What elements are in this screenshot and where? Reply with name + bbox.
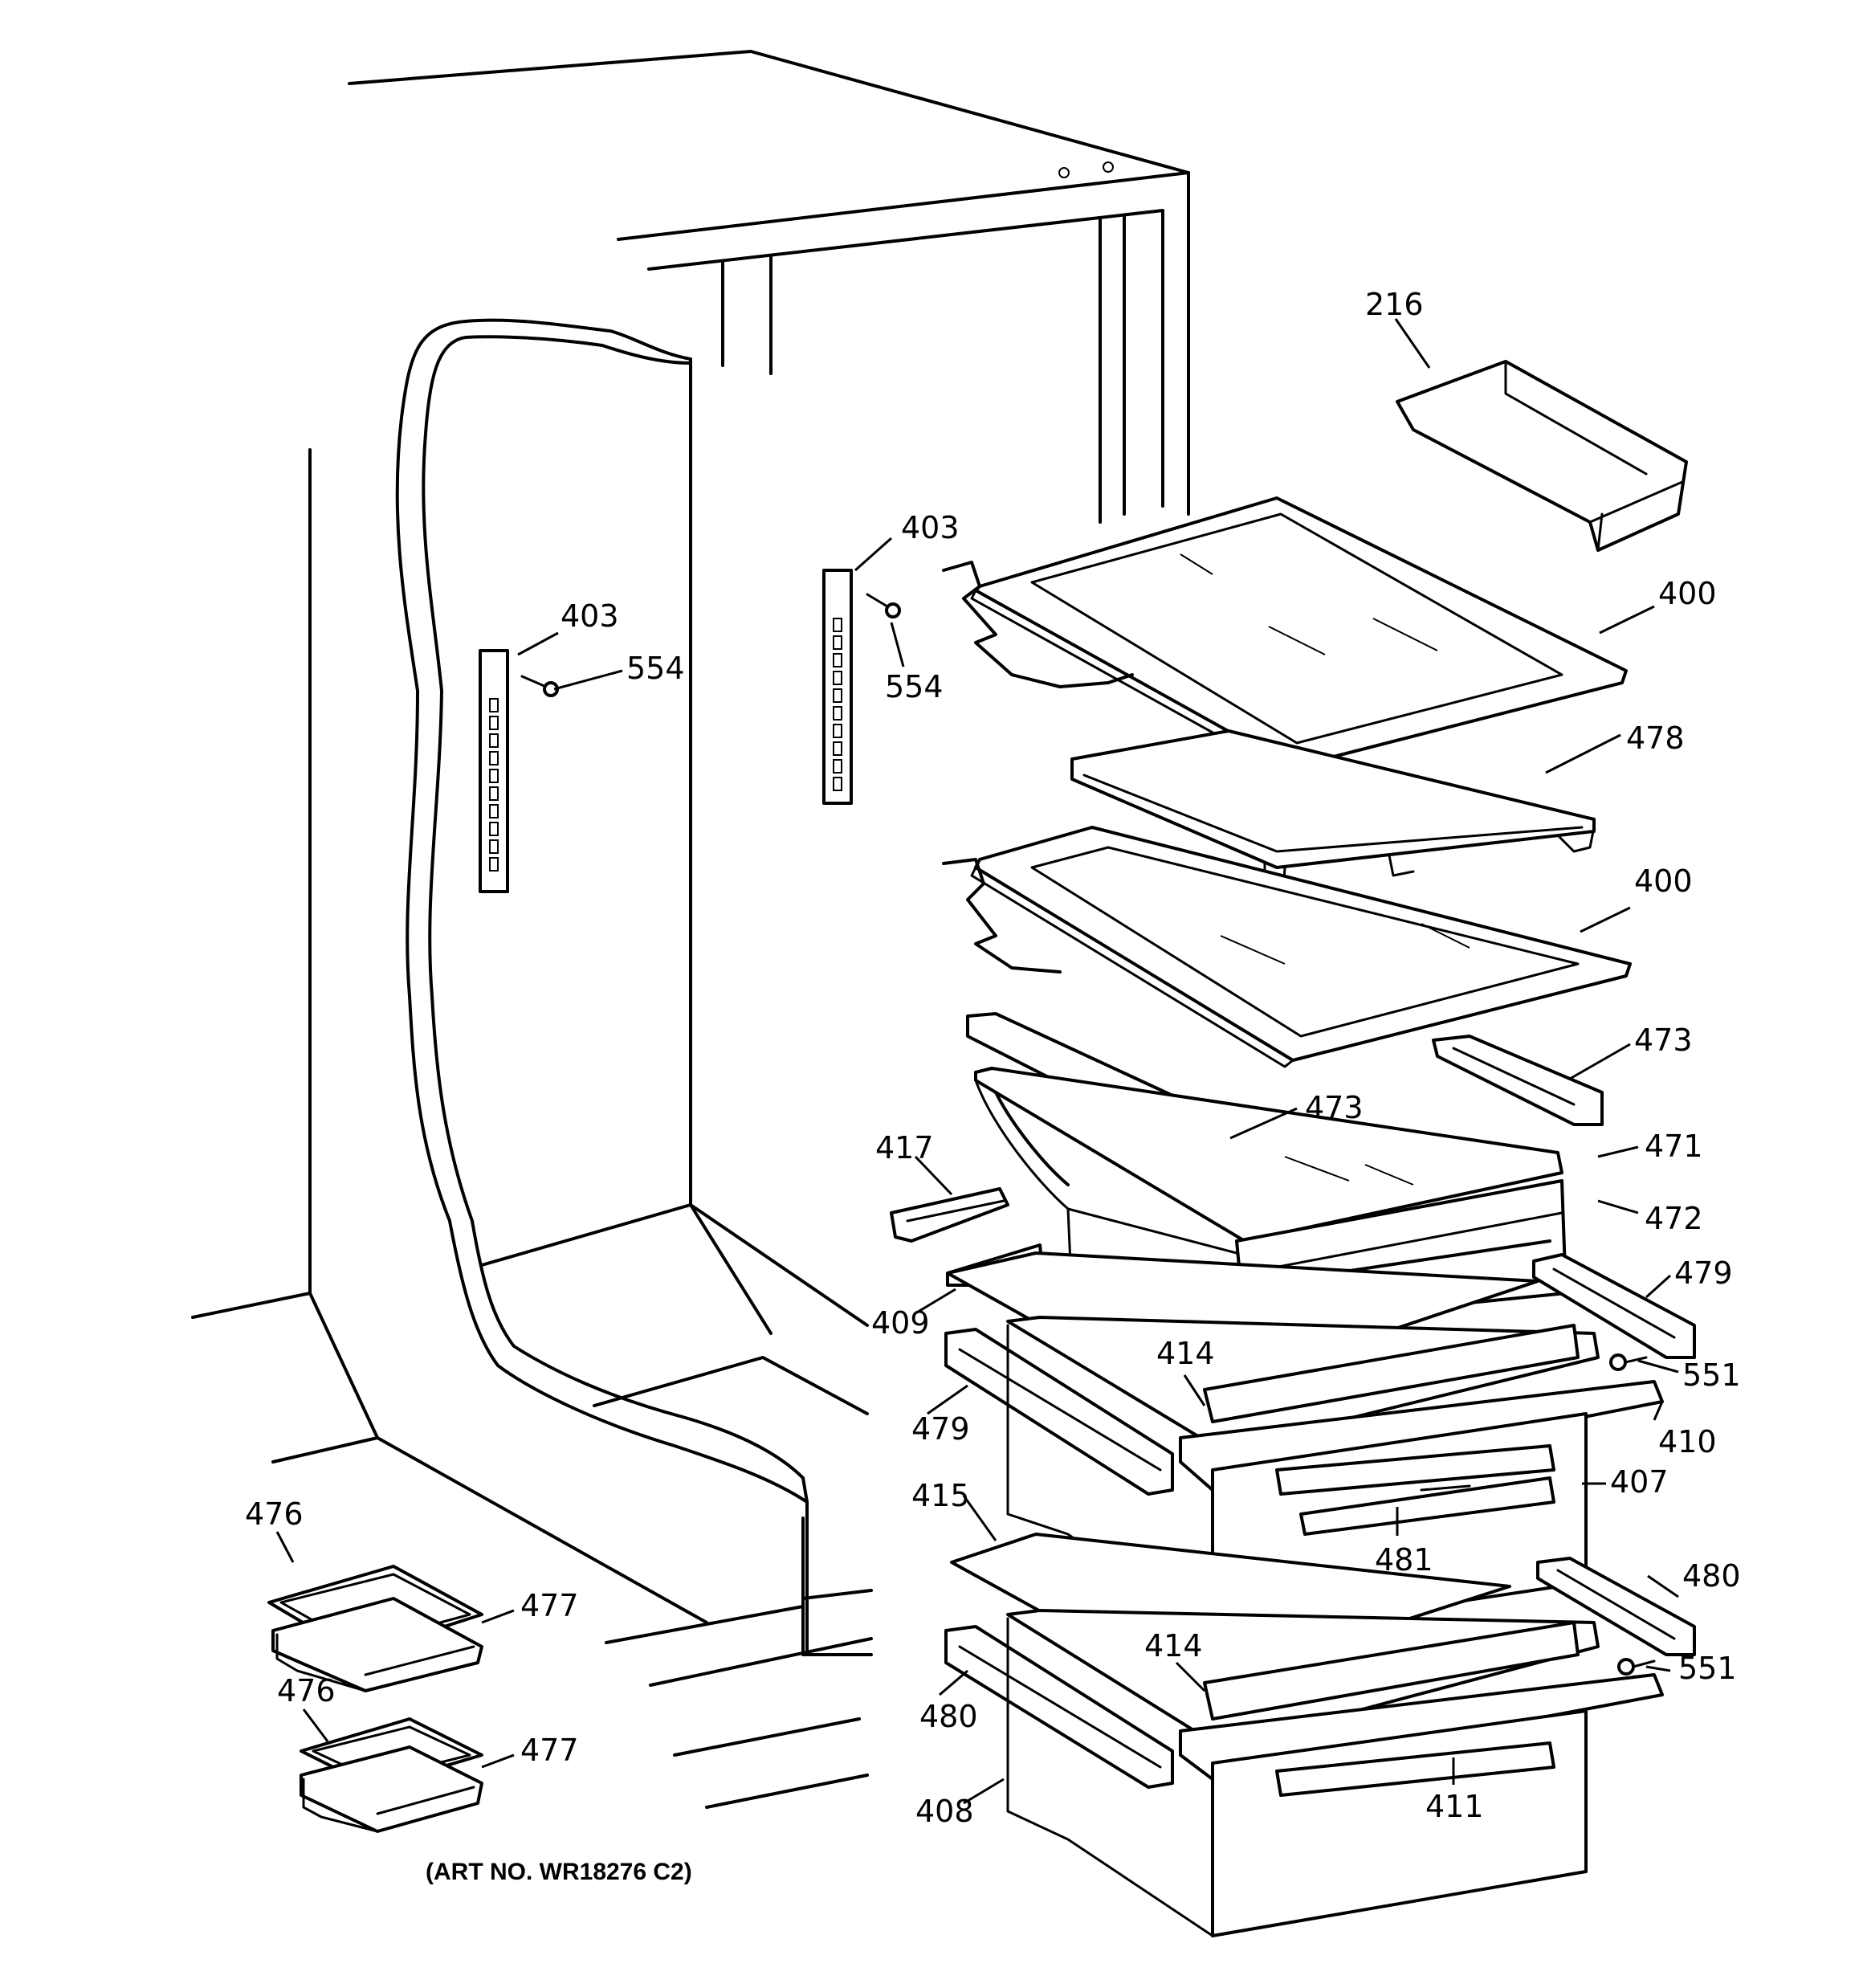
screw-551-upper (1609, 1353, 1648, 1371)
rail-479-left (944, 1328, 1174, 1496)
ladder-slot (833, 706, 842, 720)
ladder-slot (833, 741, 842, 756)
snack-pan-lower (300, 1717, 483, 1833)
snack-pan-upper (267, 1565, 483, 1692)
callout-481: 481 (1375, 1542, 1433, 1578)
ladder-slot (489, 857, 499, 872)
callout-478: 478 (1626, 720, 1685, 756)
ladder-slot (489, 804, 499, 818)
callout-472: 472 (1645, 1201, 1703, 1236)
rail-417 (890, 1187, 1009, 1243)
callout-408: 408 (915, 1794, 974, 1829)
ladder-slot (833, 724, 842, 738)
callout-476-lower: 476 (277, 1673, 336, 1708)
callout-473-right: 473 (1634, 1023, 1693, 1058)
callout-417: 417 (875, 1130, 934, 1165)
callout-479-right: 479 (1674, 1255, 1733, 1291)
callout-479-left: 479 (911, 1411, 970, 1447)
callout-407: 407 (1610, 1464, 1669, 1500)
drawer-408 (1006, 1609, 1664, 1937)
callout-414-upper: 414 (1156, 1336, 1215, 1371)
callout-labels: 216 400 478 400 473 473 471 472 417 409 … (245, 287, 1741, 1885)
screw-554-left (520, 675, 559, 697)
ladder-slot (833, 671, 842, 685)
ladder-slot (833, 618, 842, 632)
rail-479-right (1532, 1253, 1696, 1359)
callout-477-upper: 477 (520, 1588, 579, 1623)
cabinet-frame (191, 50, 1190, 1809)
shelf-ladder-right (822, 569, 853, 805)
callout-403-left: 403 (561, 598, 619, 634)
leader-lines (275, 318, 1679, 1805)
callout-471: 471 (1645, 1129, 1703, 1164)
ladder-slot (833, 653, 842, 667)
ladder-slot (489, 733, 499, 748)
ladder-slot (489, 822, 499, 836)
callout-554-right: 554 (885, 669, 944, 704)
ladder-slot (489, 839, 499, 854)
callout-480-left: 480 (919, 1699, 978, 1734)
callout-400-upper: 400 (1658, 576, 1717, 611)
callout-409: 409 (871, 1305, 930, 1341)
callout-410: 410 (1658, 1424, 1717, 1459)
callout-216: 216 (1365, 287, 1424, 322)
callout-415: 415 (911, 1478, 970, 1513)
liner-cutaway (395, 318, 809, 1656)
ladder-slot (489, 786, 499, 801)
callout-403-right: 403 (901, 510, 960, 545)
screw-554-right (866, 593, 901, 618)
rail-480-left (944, 1625, 1174, 1789)
callout-477-lower: 477 (520, 1733, 579, 1768)
ladder-slot (833, 635, 842, 650)
ladder-slot (489, 751, 499, 765)
glass-shelf-400-upper (942, 496, 1628, 774)
callout-473-center: 473 (1305, 1090, 1364, 1125)
callout-551-lower: 551 (1678, 1651, 1737, 1686)
callout-476-upper: 476 (245, 1496, 304, 1532)
callout-400-lower: 400 (1634, 863, 1693, 899)
screw-551-lower (1617, 1658, 1656, 1676)
ladder-slot (489, 716, 499, 730)
callout-551-upper: 551 (1682, 1357, 1741, 1393)
ladder-slot (489, 698, 499, 712)
slide-shelf-478 (1070, 729, 1596, 933)
dairy-bin-216 (1396, 360, 1688, 552)
callout-411: 411 (1425, 1789, 1484, 1824)
glass-shelf-400-lower (942, 826, 1632, 1068)
shelf-ladder-left (479, 649, 509, 893)
callout-554-left: 554 (626, 651, 685, 686)
callout-480-right: 480 (1682, 1558, 1741, 1594)
drawer-407 (1006, 1316, 1664, 1640)
ladder-slot (489, 769, 499, 783)
art-number-caption: (ART NO. WR18276 C2) (426, 1859, 692, 1885)
rail-480-right (1536, 1557, 1696, 1656)
callout-414-lower: 414 (1144, 1628, 1203, 1663)
rail-473-right (1432, 1035, 1604, 1126)
ladder-slot (833, 759, 842, 774)
ladder-slot (833, 688, 842, 703)
ladder-slot (833, 777, 842, 791)
